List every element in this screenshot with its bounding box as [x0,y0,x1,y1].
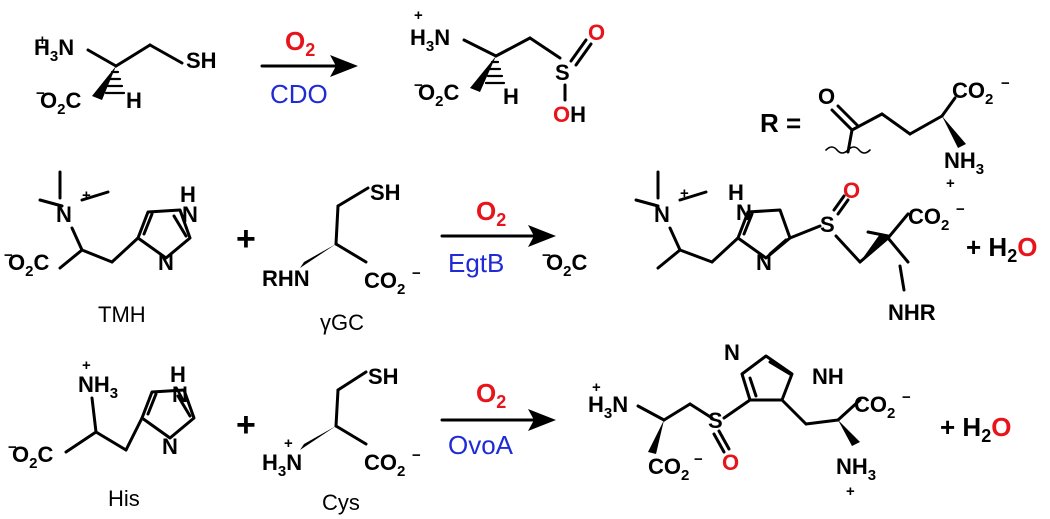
svg-text:N: N [724,340,740,365]
svg-text:NH3: NH3 [944,148,984,178]
svg-text:O2C: O2C [418,80,459,110]
svg-text:SH: SH [368,364,399,389]
svg-text:−: − [412,265,421,282]
ggc-label: γGC [320,310,364,335]
svg-text:N: N [182,202,198,227]
enzyme-label-cdo: CDO [270,79,328,109]
tmh-molecule: N + H N N − O2C TMH [4,170,198,327]
svg-text:+: + [82,357,91,374]
cysteine-sulfinic-acid: + H3N S O OH H − O2C [410,7,605,127]
oxidant-label-3: O2 [476,378,506,412]
svg-text:O: O [588,20,605,45]
svg-text:SH: SH [186,48,217,73]
svg-text:−: − [694,451,703,468]
svg-text:RHN: RHN [262,266,310,291]
svg-text:−: − [902,389,911,406]
svg-text:S: S [708,408,723,433]
gamma-gc-molecule: SH RHN CO2 − γGC [262,180,421,335]
oxidant-label-2: O2 [476,196,506,230]
svg-text:+: + [846,483,855,500]
svg-text:O2C: O2C [546,250,587,280]
cysteine-molecule: SH + H3N CO2 − Cys [262,364,421,515]
svg-text:H3N: H3N [588,392,628,422]
r-group-definition: R = O CO2 − NH3 + [760,75,1010,192]
histidine-molecule: + NH3 H N N − O2C His [8,357,196,511]
svg-text:+: + [946,175,955,192]
svg-text:NH: NH [812,364,844,389]
svg-text:+: + [284,435,293,452]
svg-text:H3N: H3N [410,25,450,55]
svg-text:+: + [680,185,689,202]
enzyme-label-ovoa: OvoA [448,430,514,460]
svg-text:H3N: H3N [262,450,302,480]
svg-text:CO2: CO2 [952,78,993,108]
plus-sign-2: + [236,406,256,444]
cys-label: Cys [322,490,360,515]
cysteine-reactant: + H3N SH H − O2C [34,32,217,118]
svg-text:+: + [38,32,47,49]
egtb-product: N + H N N S O CO2 − NHR − O2C [542,170,965,325]
svg-text:+: + [414,7,423,24]
svg-text:N: N [654,202,670,227]
enzyme-label-egtb: EgtB [448,248,504,278]
tmh-label: TMH [98,302,146,327]
svg-text:O: O [818,84,835,109]
svg-text:−: − [542,247,551,264]
svg-text:S: S [820,212,835,237]
svg-text:−: − [414,77,423,94]
oxidant-label-1: O2 [285,26,315,60]
svg-text:NH3: NH3 [78,372,118,402]
svg-text:N: N [56,202,72,227]
cdo-arrow: O2 CDO [260,26,358,109]
svg-text:N: N [162,434,178,459]
water-product-1: + H2O [966,232,1037,266]
svg-text:−: − [4,247,13,264]
ovoa-arrow: O2 OvoA [440,378,556,460]
svg-text:O2C: O2C [40,88,81,118]
svg-text:CO2: CO2 [908,204,949,234]
svg-text:−: − [412,447,421,464]
svg-text:O2C: O2C [12,442,53,472]
svg-text:H: H [180,182,196,207]
svg-text:H3N: H3N [34,35,74,65]
plus-sign-1: + [236,220,256,258]
svg-text:O: O [843,178,860,203]
svg-text:−: − [956,201,965,218]
svg-text:CO2: CO2 [648,454,689,484]
egtb-arrow: O2 EgtB [440,196,556,278]
svg-text:N: N [756,250,772,275]
svg-text:N: N [172,382,188,407]
svg-text:N: N [736,200,752,225]
svg-text:NHR: NHR [888,300,936,325]
svg-text:−: − [36,85,45,102]
svg-text:O: O [722,450,739,475]
svg-text:−: − [1001,75,1010,92]
svg-text:CO2: CO2 [854,392,895,422]
svg-text:O2C: O2C [8,250,49,280]
r-equals: R = [760,108,801,138]
svg-text:SH: SH [370,180,401,205]
svg-text:NH3: NH3 [836,454,876,484]
svg-text:OH: OH [553,102,586,127]
svg-text:H: H [503,84,519,109]
svg-text:+: + [592,379,601,396]
svg-text:H: H [126,88,142,113]
svg-text:+: + [82,187,91,204]
svg-text:CO2: CO2 [364,268,405,298]
his-label: His [108,486,140,511]
svg-text:H: H [170,362,186,387]
svg-text:H: H [728,180,744,205]
water-product-2: + H2O [940,412,1011,446]
ovoa-product: + H3N S O N NH CO2 − NH3 + CO2 − [588,340,911,500]
svg-text:−: − [8,439,17,456]
svg-text:S: S [555,60,570,85]
svg-text:CO2: CO2 [364,450,405,480]
svg-text:N: N [158,250,174,275]
